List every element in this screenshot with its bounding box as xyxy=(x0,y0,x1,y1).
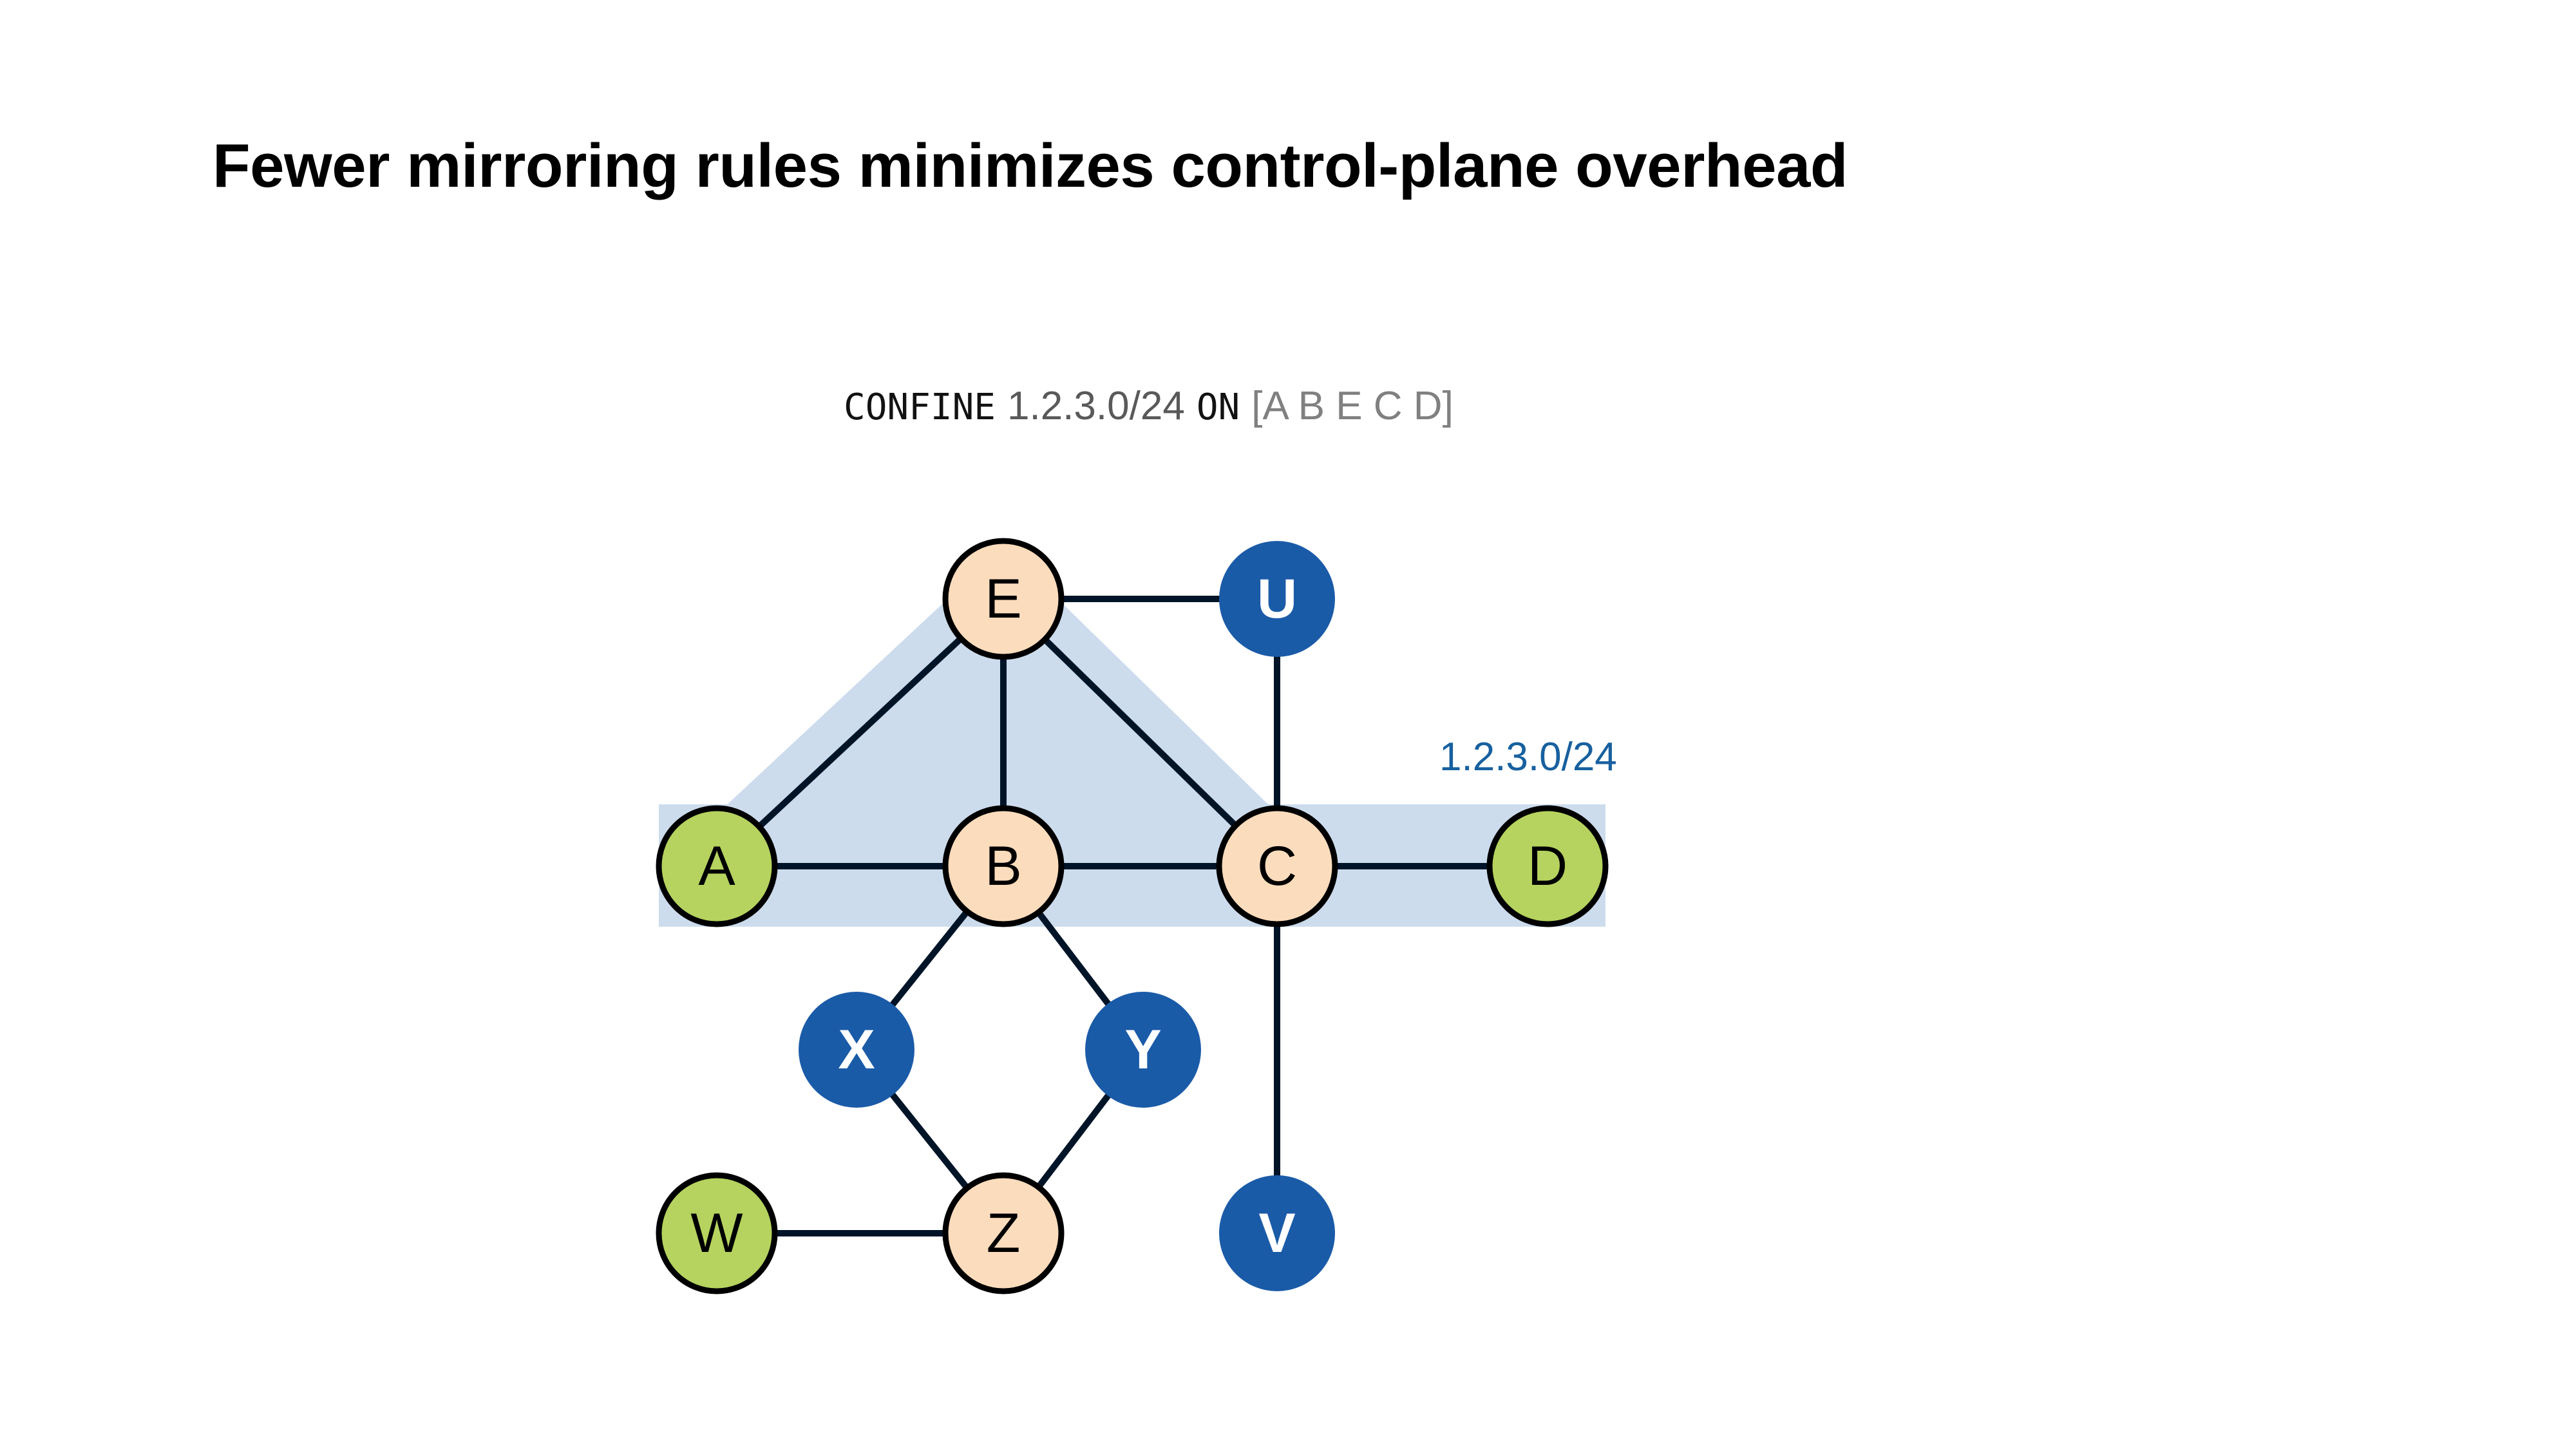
confine-command-caption: CONFINE 1.2.3.0/24 ON [A B E C D] xyxy=(844,386,1454,426)
node-d[interactable]: D xyxy=(1486,805,1609,927)
node-label-x: X xyxy=(838,1019,875,1081)
page-title: Fewer mirroring rules minimizes control-… xyxy=(213,131,1848,200)
node-z[interactable]: Z xyxy=(942,1172,1065,1294)
node-circle-u[interactable] xyxy=(1219,541,1335,657)
node-v[interactable]: V xyxy=(1219,1175,1335,1291)
node-label-u: U xyxy=(1257,568,1297,630)
node-circle-y[interactable] xyxy=(1085,992,1201,1108)
node-circle-w[interactable] xyxy=(656,1172,778,1294)
node-y[interactable]: Y xyxy=(1085,992,1201,1108)
edge-e-a xyxy=(714,596,1006,869)
node-label-d: D xyxy=(1528,835,1567,897)
node-label-c: C xyxy=(1257,835,1297,897)
on-keyword: ON xyxy=(1196,386,1240,428)
node-circle-z[interactable] xyxy=(942,1172,1065,1294)
node-circle-e[interactable] xyxy=(942,538,1065,660)
prefix-annotation-label: 1.2.3.0/24 xyxy=(1439,735,1617,779)
node-c[interactable]: C xyxy=(1216,805,1338,927)
node-circle-c[interactable] xyxy=(1216,805,1338,927)
node-u[interactable]: U xyxy=(1219,541,1335,657)
node-w[interactable]: W xyxy=(656,1172,778,1294)
confine-node-list: [A B E C D] xyxy=(1251,384,1454,428)
node-label-e: E xyxy=(985,568,1021,630)
node-label-b: B xyxy=(985,835,1021,897)
node-label-y: Y xyxy=(1124,1019,1161,1081)
node-x[interactable]: X xyxy=(799,992,914,1108)
node-circle-d[interactable] xyxy=(1486,805,1609,927)
edge-e-c xyxy=(1001,596,1280,869)
node-label-z: Z xyxy=(987,1202,1021,1264)
node-circle-a[interactable] xyxy=(656,805,778,927)
confine-prefix-argument: 1.2.3.0/24 xyxy=(1007,384,1185,428)
confine-keyword: CONFINE xyxy=(844,386,996,428)
node-layer: E U A B C D X Y W Z V xyxy=(656,538,1609,1294)
node-circle-v[interactable] xyxy=(1219,1175,1335,1291)
node-label-v: V xyxy=(1258,1202,1295,1264)
node-e[interactable]: E xyxy=(942,538,1065,660)
node-b[interactable]: B xyxy=(942,805,1065,927)
node-circle-x[interactable] xyxy=(799,992,914,1108)
confinement-highlight-region xyxy=(659,561,1605,927)
node-label-w: W xyxy=(690,1202,743,1264)
node-a[interactable]: A xyxy=(656,805,778,927)
node-label-a: A xyxy=(698,835,735,897)
node-circle-b[interactable] xyxy=(942,805,1065,927)
